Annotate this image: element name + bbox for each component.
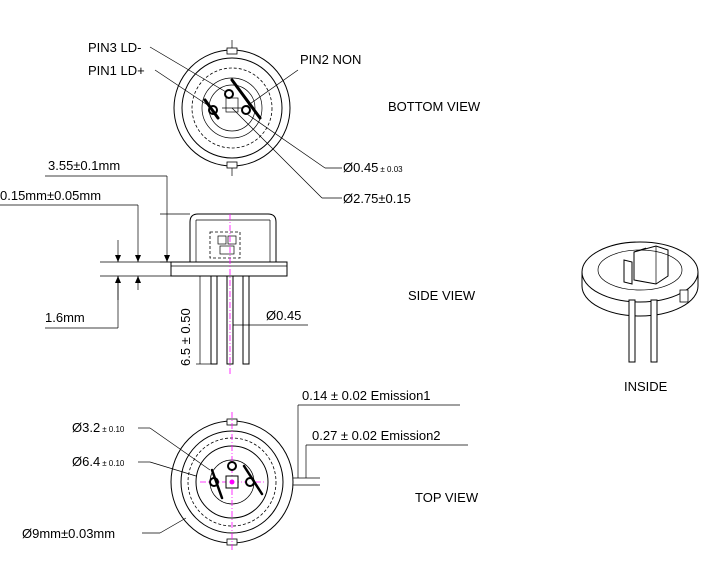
- bottom-cap-dashed-circle: [191, 67, 273, 149]
- bottom-chip-mount: [225, 97, 239, 113]
- bottom-bottom-notch: [226, 161, 238, 169]
- emission1-label: 0.14 ± 0.02 Emission1: [302, 388, 431, 403]
- base-diameter-label: Ø9mm±0.03mm: [22, 526, 115, 541]
- emission2-label: 0.27 ± 0.02 Emission2: [312, 428, 441, 443]
- side-view-title: SIDE VIEW: [408, 288, 476, 303]
- inside-inner-ring: [597, 249, 683, 291]
- side-flange: [170, 261, 288, 277]
- side-view: 3.55±0.1mm 0.15mm±0.05mm 1.6mm 6.5 ± 0.5…: [0, 158, 476, 376]
- pin2-label: PIN2 NON: [300, 52, 361, 67]
- side-lead-2: [226, 275, 234, 365]
- bottom-view-title: BOTTOM VIEW: [388, 99, 481, 114]
- pin-diameter-label: Ø0.45± 0.03: [343, 160, 403, 175]
- pin3-ld-minus: [224, 89, 234, 99]
- lead-length-label: 6.5 ± 0.50: [178, 308, 193, 366]
- side-lead-3: [242, 275, 250, 365]
- bottom-base-inner-circle: [181, 57, 283, 159]
- inside-title: INSIDE: [624, 379, 668, 394]
- side-submount: [209, 231, 241, 259]
- cap-height-label: 3.55±0.1mm: [48, 158, 120, 173]
- pin3-label: PIN3 LD-: [88, 40, 141, 55]
- inside-laser-chip: [623, 259, 633, 285]
- inside-base-top: [581, 241, 699, 303]
- bottom-top-notch: [226, 47, 238, 55]
- side-lead-1: [210, 275, 218, 365]
- bottom-pin-circle: [201, 77, 263, 139]
- cap-diameter-label: Ø6.4± 0.10: [72, 454, 125, 469]
- flange-gap-label: 0.15mm±0.05mm: [0, 188, 101, 203]
- side-cap-outline: [189, 213, 277, 262]
- pin1-label: PIN1 LD+: [88, 63, 145, 78]
- top-view: Ø3.2± 0.10 Ø6.4± 0.10 Ø9mm±0.03mm 0.14 ±…: [22, 388, 479, 552]
- inside-lead-2: [650, 299, 658, 363]
- inside-base-side: [581, 272, 699, 317]
- window-diameter-label: Ø3.2± 0.10: [72, 420, 125, 435]
- top-view-title: TOP VIEW: [415, 490, 479, 505]
- inside-lead-1: [628, 299, 636, 363]
- flange-thickness-label: 1.6mm: [45, 310, 85, 325]
- inside-view: INSIDE: [581, 241, 699, 394]
- lead-diameter-label: Ø0.45: [266, 308, 301, 323]
- emission-point: [229, 479, 235, 485]
- bottom-view: PIN3 LD- PIN1 LD+ PIN2 NON BOTTOM VIEW Ø…: [88, 40, 481, 206]
- pin2-non: [241, 105, 251, 115]
- inside-submount: [633, 245, 669, 285]
- pin-circle-diameter-label: Ø2.75±0.15: [343, 191, 411, 206]
